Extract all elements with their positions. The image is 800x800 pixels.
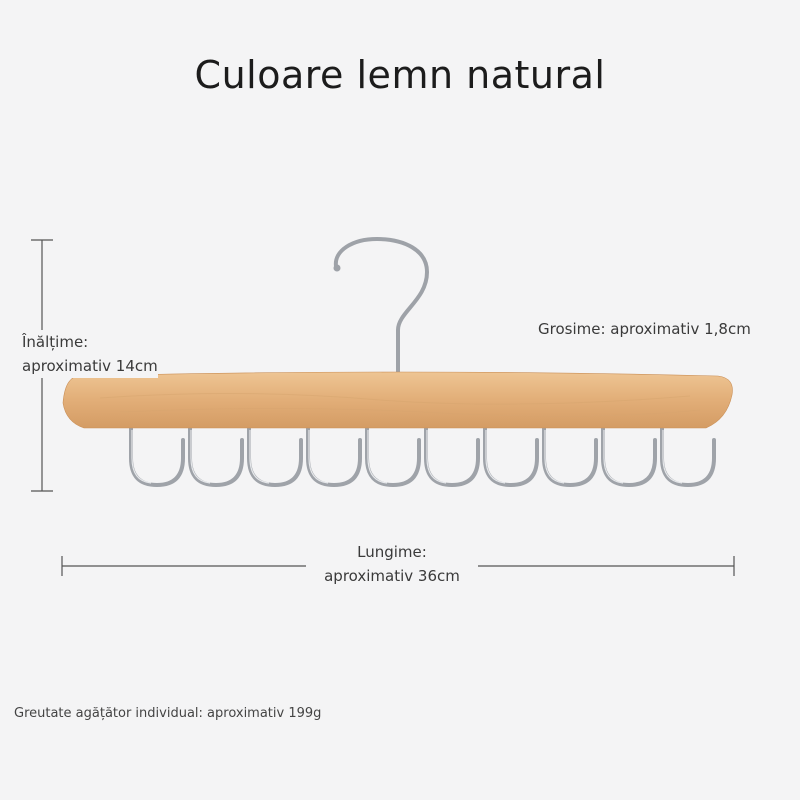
hook-highlight <box>308 430 329 484</box>
hook-highlight <box>367 430 388 484</box>
length-label-title: Lungime: <box>357 543 427 561</box>
wood-grain <box>99 392 691 405</box>
hook-highlight <box>485 430 506 484</box>
hook-highlight <box>603 430 624 484</box>
hook-highlight <box>426 430 447 484</box>
hook-highlight <box>544 430 565 484</box>
metal-hook <box>542 424 598 488</box>
metal-hook <box>660 424 716 488</box>
hook-highlight <box>131 430 152 484</box>
height-label-title: Înălțime: <box>22 333 89 351</box>
weight-label: Greutate agățător individual: aproximati… <box>14 706 322 721</box>
hook-highlight <box>249 430 270 484</box>
wood-grain <box>119 407 701 417</box>
metal-hook <box>365 424 421 488</box>
metal-hook <box>306 424 362 488</box>
length-label: Lungime: aproximativ 36cm <box>306 540 478 588</box>
hook-tip-icon <box>333 264 341 272</box>
metal-hook <box>424 424 480 488</box>
hook-highlight <box>662 430 683 484</box>
metal-hook <box>247 424 303 488</box>
length-label-value: aproximativ 36cm <box>324 567 460 585</box>
metal-hook <box>188 424 244 488</box>
hooks-group <box>129 424 716 488</box>
height-label-value: aproximativ 14cm <box>22 357 158 375</box>
metal-hook <box>129 424 185 488</box>
hook-highlight <box>190 430 211 484</box>
metal-hook <box>483 424 539 488</box>
height-label: Înălțime: aproximativ 14cm <box>22 330 158 378</box>
page-title: Culoare lemn natural <box>194 53 606 97</box>
thickness-label: Grosime: aproximativ 1,8cm <box>538 320 751 338</box>
hanger-wire-hook <box>333 236 430 378</box>
metal-hook <box>601 424 657 488</box>
wooden-bar <box>62 371 733 429</box>
